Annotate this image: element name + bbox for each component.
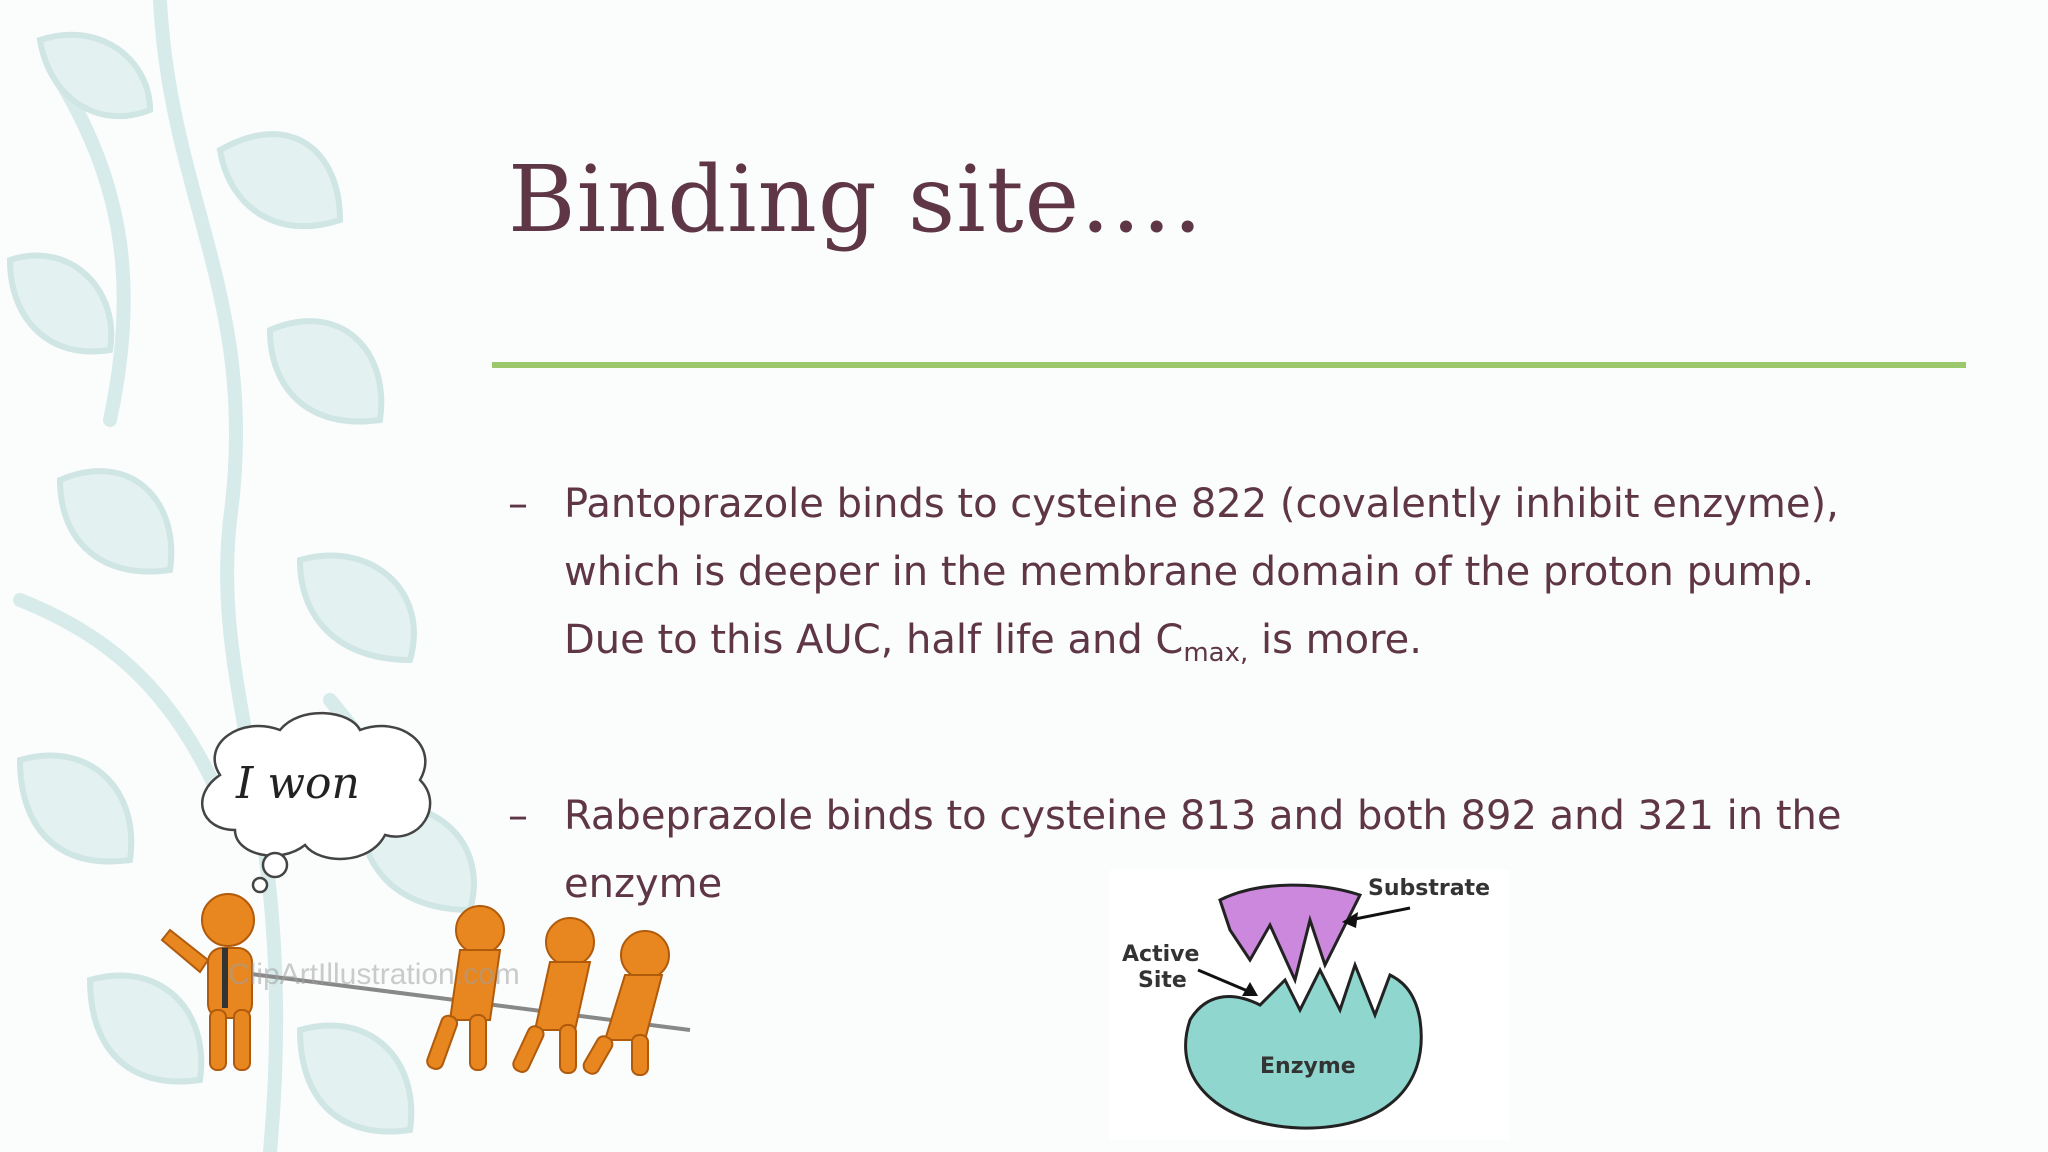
bullet-text: Pantoprazole binds to cysteine 822 (cova… (564, 470, 1964, 674)
bullet-text: Rabeprazole binds to cysteine 813 and bo… (564, 782, 1964, 918)
title-divider (492, 362, 1966, 368)
active-site-label: Site (1138, 968, 1187, 993)
bullet-line: enzyme (564, 861, 723, 907)
tug-of-war-illustration (160, 893, 691, 1076)
enzyme-diagram: Substrate Active Site Enzyme (1110, 870, 1510, 1140)
bullet-pantoprazole: – Pantoprazole binds to cysteine 822 (co… (508, 470, 1948, 680)
cmax-subscript: max, (1183, 638, 1249, 668)
bullet-line: Pantoprazole binds to cysteine 822 (cova… (564, 481, 1839, 527)
enzyme-drawing (1184, 883, 1423, 1130)
substrate-label: Substrate (1368, 876, 1490, 901)
leaf-decoration (6, 0, 477, 1152)
clipart-watermark: ClipArtIllustration.com (228, 958, 520, 991)
bullet-line: Rabeprazole binds to cysteine 813 and bo… (564, 793, 1842, 839)
slide-title: Binding site…. (508, 146, 1204, 253)
line-text: is more. (1248, 617, 1422, 663)
enzyme-label: Enzyme (1260, 1054, 1356, 1079)
bullet-rabeprazole: – Rabeprazole binds to cysteine 813 and … (508, 782, 1948, 922)
active-site-label: Active (1122, 942, 1200, 967)
bullet-dash: – (508, 793, 528, 839)
thought-text: I won (236, 758, 360, 809)
bullet-line: which is deeper in the membrane domain o… (564, 549, 1815, 595)
bullet-line: Due to this AUC, half life and Cmax, is … (564, 606, 1964, 674)
bullet-dash: – (508, 481, 528, 527)
line-text: Due to this AUC, half life and C (564, 617, 1184, 663)
thought-bubble (201, 711, 432, 894)
